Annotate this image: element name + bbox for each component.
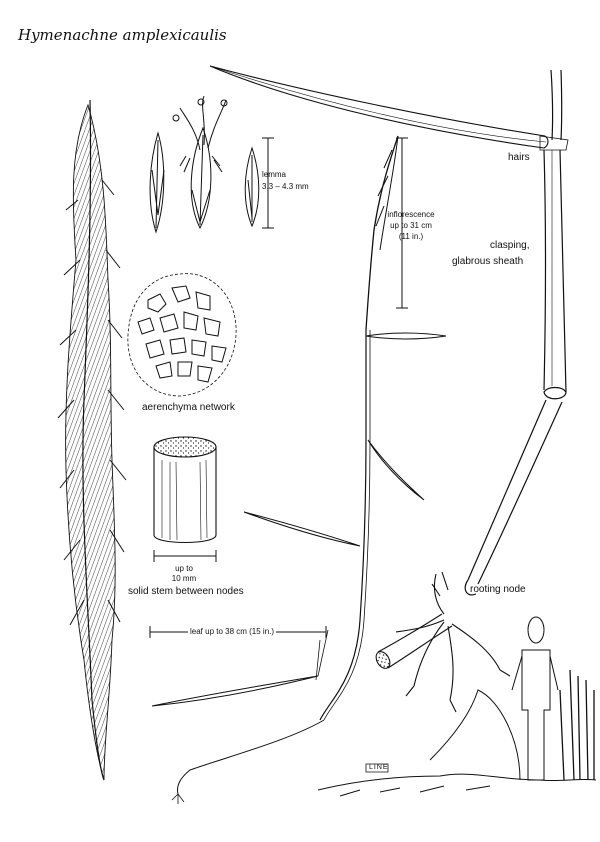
sheath-label-line2: glabrous sheath (452, 256, 524, 267)
inflorescence-stalk (319, 135, 399, 721)
side-leaves (151, 332, 447, 804)
lemma-dimension (262, 137, 274, 229)
inflorescence-label-line2: up to 31 cm (390, 221, 432, 230)
stem-cross-section (153, 436, 217, 544)
artist-signature: LINE (369, 764, 389, 771)
inflorescence-dimension (396, 137, 408, 309)
lemma-label: lemma (262, 170, 287, 179)
main-culm (464, 69, 567, 596)
rooting-node-label: rooting node (470, 584, 526, 595)
aerenchyma-drawing (127, 273, 237, 397)
sheath-label-line1: clasping, (490, 240, 530, 251)
hairs-label: hairs (508, 152, 530, 163)
spikelet-drawings (149, 95, 260, 234)
rooting-node-drawing (375, 571, 511, 713)
upper-leaf-blade (209, 65, 569, 151)
aerenchyma-label: aerenchyma network (142, 402, 235, 413)
stem-size-label-line2: 10 mm (171, 574, 197, 583)
signature-mark (365, 763, 389, 773)
stem-width-dimension (153, 550, 217, 562)
stem-size-label-line1: up to (175, 564, 193, 573)
inflorescence-label-line1: inflorescence (387, 210, 435, 219)
inflorescence-label-line3: (11 in.) (398, 232, 424, 241)
species-title: Hymenachne amplexicaulis (18, 26, 227, 44)
panicle-drawing (57, 99, 127, 781)
habitat-scene (317, 616, 597, 797)
leaf-length-label: leaf up to 38 cm (15 in.) (188, 627, 277, 636)
lemma-size-label: 3.3 – 4.3 mm (262, 182, 309, 191)
solid-stem-label: solid stem between nodes (128, 586, 244, 597)
